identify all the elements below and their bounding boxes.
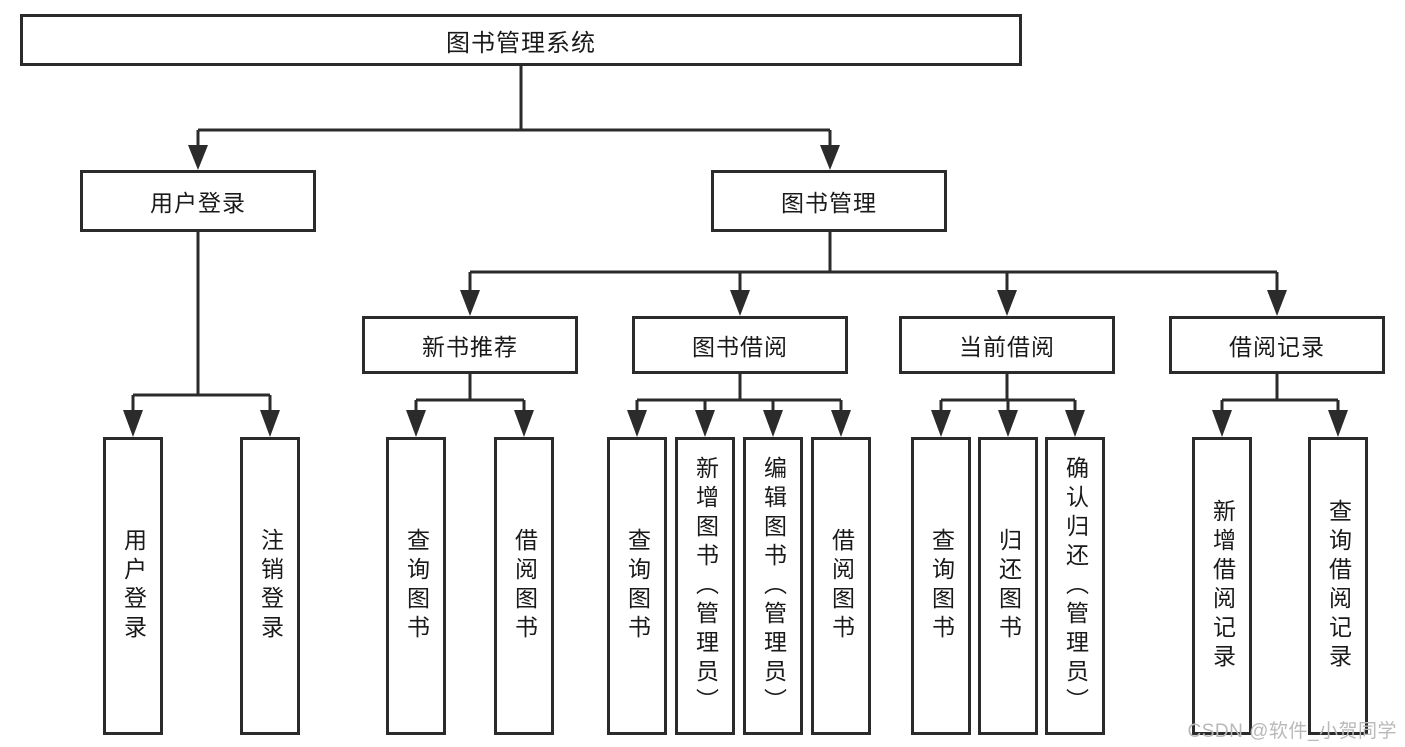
node-label: 查询借阅记录 xyxy=(1325,499,1352,673)
node-label: 图书管理 xyxy=(781,190,877,216)
leaf-query-book-recommend[interactable]: 查询图书 xyxy=(386,437,446,735)
node-label: 图书借阅 xyxy=(692,334,788,360)
leaf-user-login[interactable]: 用户登录 xyxy=(103,437,163,735)
node-label: 用户登录 xyxy=(120,528,147,644)
leaf-add-book-admin[interactable]: 新增图书（管理员） xyxy=(675,437,735,735)
node-root[interactable]: 图书管理系统 xyxy=(20,14,1022,66)
leaf-borrow-book[interactable]: 借阅图书 xyxy=(811,437,871,735)
node-label: 编辑图书（管理员） xyxy=(760,455,787,717)
node-book-borrow[interactable]: 图书借阅 xyxy=(632,316,848,374)
leaf-add-borrow-record[interactable]: 新增借阅记录 xyxy=(1192,437,1252,735)
node-borrow-records[interactable]: 借阅记录 xyxy=(1169,316,1385,374)
node-label: 当前借阅 xyxy=(959,334,1055,360)
node-label: 查询图书 xyxy=(624,528,651,644)
node-label: 借阅记录 xyxy=(1229,334,1325,360)
node-label: 借阅图书 xyxy=(511,528,538,644)
node-label: 注销登录 xyxy=(257,528,284,644)
leaf-confirm-return-admin[interactable]: 确认归还（管理员） xyxy=(1045,437,1105,735)
node-label: 归还图书 xyxy=(995,528,1022,644)
node-label: 新增图书（管理员） xyxy=(692,455,719,717)
node-label: 确认归还（管理员） xyxy=(1062,455,1089,717)
node-current-borrow[interactable]: 当前借阅 xyxy=(899,316,1115,374)
node-label: 图书管理系统 xyxy=(446,29,596,57)
node-new-book-recommend[interactable]: 新书推荐 xyxy=(362,316,578,374)
node-book-management[interactable]: 图书管理 xyxy=(711,170,947,232)
node-label: 用户登录 xyxy=(150,190,246,216)
node-label: 查询图书 xyxy=(928,528,955,644)
node-label: 新书推荐 xyxy=(422,334,518,360)
leaf-query-borrow-record[interactable]: 查询借阅记录 xyxy=(1308,437,1368,735)
leaf-borrow-book-recommend[interactable]: 借阅图书 xyxy=(494,437,554,735)
leaf-query-book-current[interactable]: 查询图书 xyxy=(911,437,971,735)
node-label: 新增借阅记录 xyxy=(1209,499,1236,673)
node-label: 借阅图书 xyxy=(828,528,855,644)
node-label: 查询图书 xyxy=(403,528,430,644)
leaf-edit-book-admin[interactable]: 编辑图书（管理员） xyxy=(743,437,803,735)
node-user-login[interactable]: 用户登录 xyxy=(80,170,316,232)
leaf-return-book[interactable]: 归还图书 xyxy=(978,437,1038,735)
leaf-logout[interactable]: 注销登录 xyxy=(240,437,300,735)
leaf-query-book-borrow[interactable]: 查询图书 xyxy=(607,437,667,735)
